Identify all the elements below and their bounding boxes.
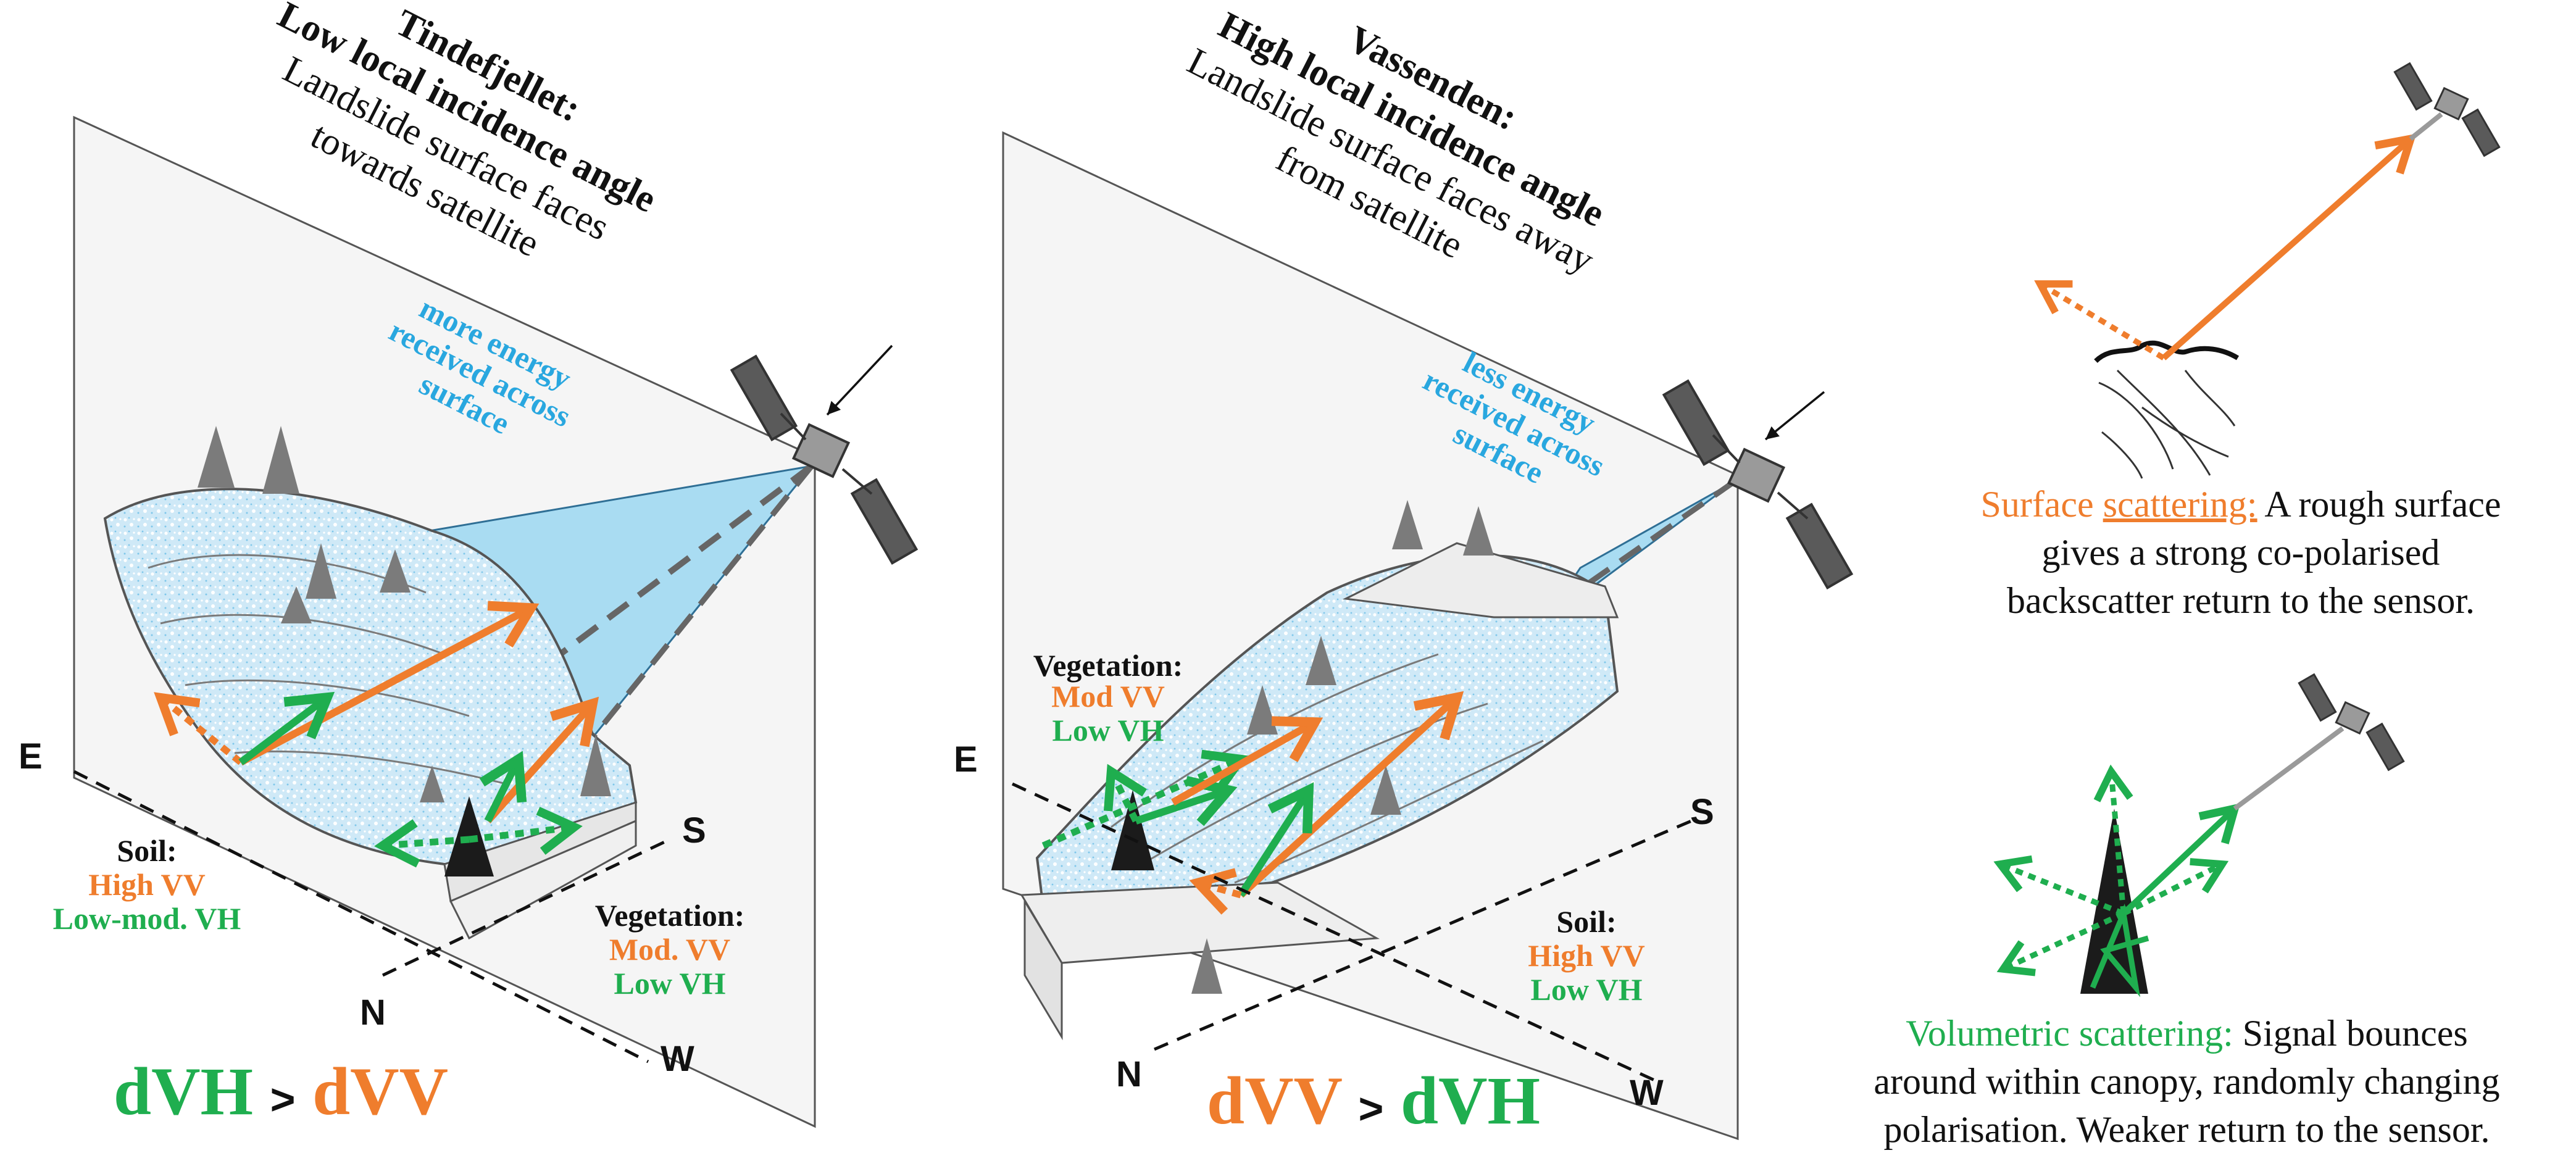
- satellite-icon: [2393, 62, 2501, 157]
- arrow-icon: [1996, 910, 2125, 976]
- canopy-bounce-lines: [2090, 903, 2149, 997]
- arrow-icon: [1135, 776, 1238, 826]
- left-vegetation-label: Vegetation: Mod. VV Low VH: [595, 898, 745, 1001]
- middle-soil-heading: Soil:: [1556, 904, 1616, 939]
- left-comparison-lhs: dVH: [114, 1054, 253, 1129]
- surface-term-2: scattering:: [2103, 484, 2257, 525]
- left-vegetation-vv: Mod. VV: [609, 932, 730, 967]
- middle-pointer-arrow: [1764, 391, 1825, 441]
- middle-comparison: dVV > dVH: [1207, 1063, 1540, 1138]
- satellite-icon: [1662, 379, 1854, 590]
- left-soil-vv: High VV: [88, 867, 205, 902]
- left-compass-w: W: [661, 1039, 694, 1079]
- arrow-icon: [479, 751, 527, 823]
- arrow-icon: [1238, 691, 1464, 898]
- left-pointer-arrow: [826, 344, 893, 416]
- satellite-icon: [730, 354, 919, 565]
- arrow-icon: [2121, 803, 2241, 916]
- middle-panel: [1002, 131, 1854, 1141]
- arrow-icon: [2161, 133, 2417, 360]
- volumetric-caption-line-3: polarisation. Weaker return to the senso…: [1883, 1109, 2490, 1150]
- middle-soil-block-side: [1023, 897, 1063, 1041]
- tree-icon: [1111, 790, 1154, 870]
- middle-soil-vv: High VV: [1528, 938, 1644, 973]
- volumetric-caption-line-2: around within canopy, randomly changing: [1874, 1061, 2500, 1102]
- left-soil-heading: Soil:: [117, 833, 177, 868]
- rough-surface-line: [2094, 340, 2240, 363]
- satellite-icon: [2298, 673, 2405, 772]
- middle-compass-n: N: [1116, 1054, 1142, 1094]
- left-comparison: dVH > dVV: [114, 1054, 448, 1129]
- surface-term: Surface: [1980, 484, 2094, 525]
- left-comparison-rhs: dVV: [312, 1054, 448, 1129]
- left-compass-s: S: [682, 810, 706, 851]
- left-compass-ew: [73, 770, 649, 1064]
- arrow-icon: [469, 807, 583, 855]
- middle-soil-vh: Low VH: [1530, 972, 1642, 1007]
- arrow-icon: [2122, 858, 2229, 917]
- middle-compass-s: S: [1690, 792, 1714, 832]
- middle-hill-top: [1342, 542, 1619, 618]
- arrow-icon: [1189, 868, 1242, 915]
- surface-scattering-caption: Surface scattering: A rough surface give…: [1926, 480, 2556, 625]
- middle-soil-label: Soil: High VV Low VH: [1528, 904, 1644, 1007]
- volumetric-scattering-caption: Volumetric scattering: Signal bounces ar…: [1812, 1009, 2562, 1154]
- middle-compass-w: W: [1630, 1073, 1664, 1113]
- surface-caption-line-1: Surface scattering: A rough surface: [1926, 480, 2556, 528]
- left-vegetation-heading: Vegetation:: [595, 898, 745, 933]
- middle-comparison-op: >: [1359, 1084, 1384, 1133]
- volumetric-rest-1: Signal bounces: [2242, 1013, 2468, 1054]
- left-vegetation-vh: Low VH: [614, 966, 725, 1001]
- left-panel: [73, 115, 919, 1128]
- arrow-icon: [2093, 764, 2133, 914]
- volumetric-caption-line-1: Volumetric scattering: Signal bounces: [1812, 1009, 2562, 1057]
- arrow-icon: [1171, 716, 1323, 806]
- arrow-icon: [1993, 855, 2125, 917]
- left-soil-vh: Low-mod. VH: [53, 901, 241, 936]
- middle-vegetation-heading: Vegetation:: [1033, 648, 1183, 683]
- arrow-icon: [1237, 782, 1314, 897]
- left-compass-n: N: [360, 993, 386, 1033]
- tree-icon: [1191, 500, 1494, 994]
- left-soil-label: Soil: High VV Low-mod. VH: [53, 833, 241, 936]
- middle-vegetation-label: Vegetation: Mod VV Low VH: [1033, 648, 1183, 747]
- middle-comparison-rhs: dVH: [1401, 1063, 1540, 1138]
- middle-vegetation-vh: Low VH: [1052, 713, 1164, 747]
- left-comparison-op: >: [270, 1075, 296, 1123]
- right-panel: [1993, 62, 2501, 1000]
- sensor-line: [2233, 726, 2345, 811]
- middle-compass-e: E: [954, 739, 978, 780]
- middle-compass-en: [1011, 782, 1656, 1082]
- middle-vegetation-vv: Mod VV: [1051, 679, 1165, 714]
- arrow-icon: [238, 691, 335, 765]
- rough-surface-texture: [2098, 369, 2236, 479]
- left-compass-ns: [381, 838, 671, 977]
- arrow-icon: [154, 692, 243, 765]
- sensor-line: [2409, 112, 2443, 141]
- volumetric-term: Volumetric scattering:: [1906, 1013, 2233, 1054]
- tree-icon: [198, 426, 611, 802]
- surface-rest-1: A rough surface: [2264, 484, 2501, 525]
- arrow-icon: [2034, 280, 2165, 360]
- arrow-icon: [1041, 749, 1249, 849]
- left-incidence-line: [590, 464, 814, 739]
- left-compass-e: E: [19, 736, 43, 776]
- surface-caption-line-2: gives a strong co-polarised: [2041, 532, 2440, 573]
- middle-comparison-lhs: dVV: [1207, 1063, 1343, 1138]
- surface-caption-line-3: backscatter return to the sensor.: [2006, 580, 2475, 621]
- left-incidence-line: [418, 463, 814, 762]
